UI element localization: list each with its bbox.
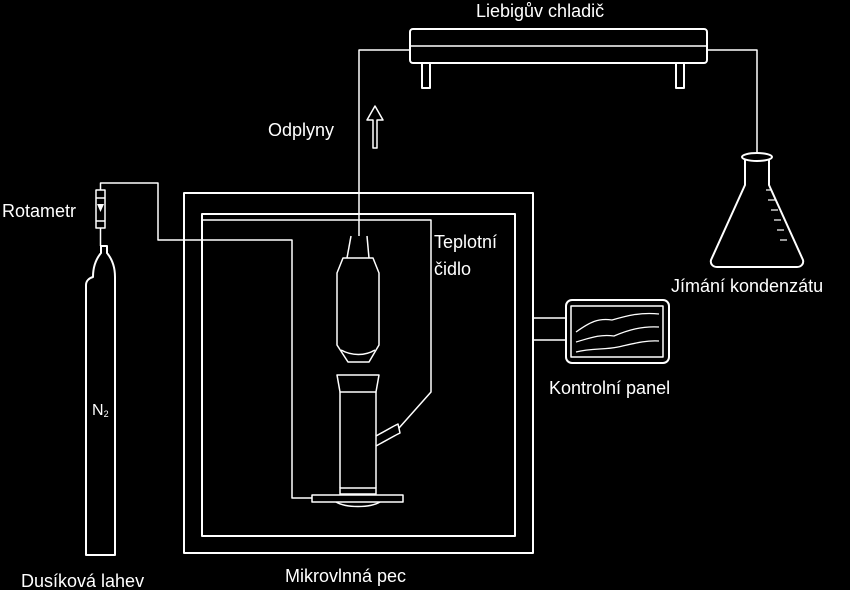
label-thermo-line1: Teplotní <box>434 232 498 252</box>
erlenmeyer-flask-icon <box>709 152 805 268</box>
gas-cylinder-icon <box>85 245 116 556</box>
label-offgas: Odplyny <box>268 120 335 140</box>
label-cylinder-gas-main: N <box>92 402 104 419</box>
offgas-line <box>358 49 410 236</box>
up-arrow-icon <box>366 105 384 149</box>
label-collection: Jímání kondenzátu <box>671 276 824 296</box>
label-liebig-condenser: Liebigův chladič <box>476 1 605 21</box>
liebig-condenser-icon <box>409 28 708 89</box>
label-thermo-line2: čidlo <box>434 259 472 279</box>
condensate-line <box>707 49 758 152</box>
monitor-graph-icon <box>533 299 670 364</box>
label-microwave-oven: Mikrovlnná pec <box>285 566 407 586</box>
label-nitrogen-cylinder: Dusíková lahev <box>21 571 145 590</box>
label-control-panel: Kontrolní panel <box>549 378 671 398</box>
reactor-vessel-icon <box>311 235 404 508</box>
label-cylinder-gas-sub: 2 <box>103 409 109 419</box>
label-cylinder-gas: N2 <box>92 401 109 424</box>
thermocouple-wire <box>202 219 432 429</box>
rotameter-icon <box>95 189 106 246</box>
nitrogen-gas-line <box>99 182 312 499</box>
label-rotameter: Rotametr <box>2 201 77 221</box>
